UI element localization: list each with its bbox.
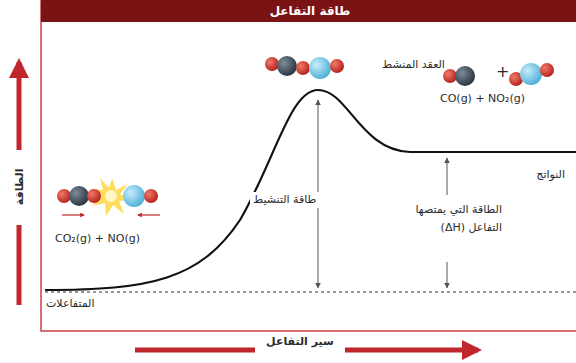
co-molecule [443, 66, 475, 86]
reactant-formula: CO₂(g) + NO(g) [55, 232, 140, 246]
delta-h-arrow [447, 158, 448, 195]
x-axis-label: سير التفاعل [266, 335, 334, 349]
title-banner [41, 0, 576, 22]
reactants-label: المتفاعلات [46, 297, 95, 311]
co2-molecule [57, 186, 101, 215]
delta-h-label: الطاقة التي يمتصها التفاعل (ΔH) [379, 200, 505, 237]
frame [41, 1, 576, 331]
y-axis-label: الطاقة [13, 169, 27, 206]
delta-h-arrow [447, 262, 448, 288]
product-formula: CO(g) + NO₂(g) [440, 92, 525, 106]
x-axis [135, 348, 255, 353]
no2-molecule [509, 63, 554, 86]
y-axis [17, 62, 22, 150]
y-axis [17, 225, 22, 305]
complex-label: العقد المنشط [382, 58, 445, 72]
plus-sign: + [496, 62, 509, 82]
no-molecule [123, 185, 160, 215]
baseline [45, 292, 576, 293]
energy-curve [45, 90, 576, 290]
x-axis [345, 348, 478, 353]
title-text: طاقة التفاعل [270, 4, 351, 19]
products-label: النواتج [536, 168, 565, 182]
activation-label: طاقة التنشيط [250, 192, 319, 208]
activated-complex [265, 56, 344, 79]
